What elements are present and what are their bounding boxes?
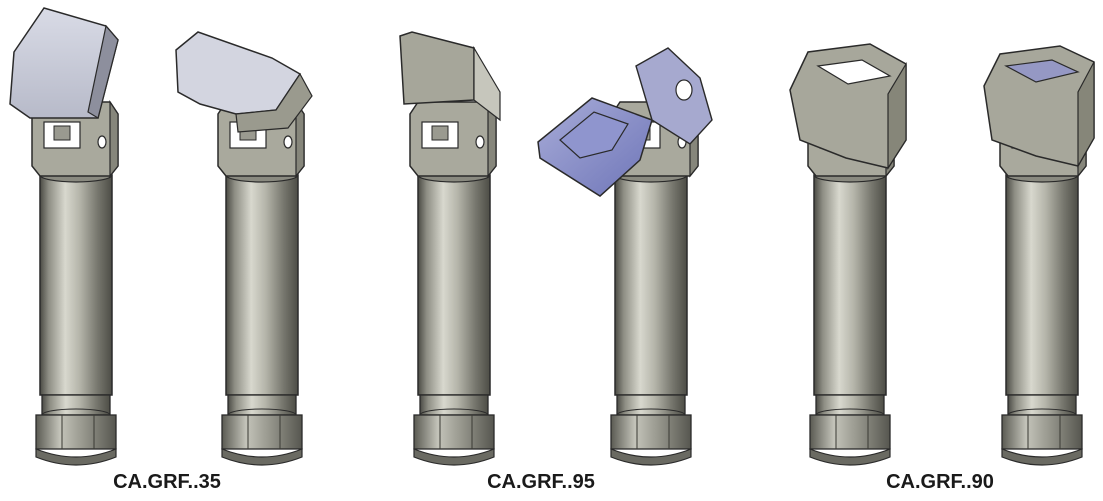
gripper-ca-grf-35-open: [175, 31, 313, 466]
gripper-ca-grf-95-closed: [399, 31, 501, 466]
caption-ca-grf-90: CA.GRF..90: [886, 471, 994, 493]
caption-ca-grf-95: CA.GRF..95: [487, 471, 595, 493]
gripper-ca-grf-90-open: [983, 45, 1095, 466]
caption-ca-grf-35: CA.GRF..35: [113, 471, 221, 493]
gripper-ca-grf-95-open: [537, 47, 713, 466]
gripper-ca-grf-90-closed: [789, 43, 907, 466]
gripper-ca-grf-35-closed: [9, 7, 119, 466]
